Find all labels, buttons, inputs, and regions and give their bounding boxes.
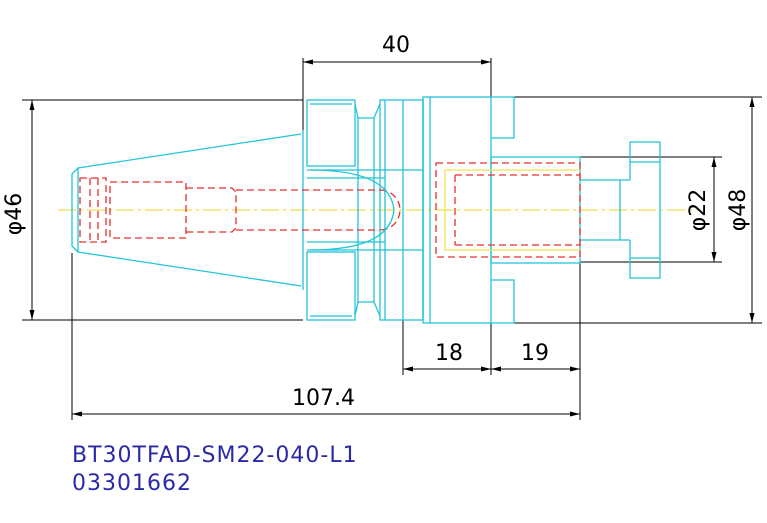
dim-22-label: φ22 — [686, 189, 711, 232]
dimension-lines — [22, 58, 762, 420]
dim-40-label: 40 — [382, 33, 410, 58]
hidden-lines — [79, 162, 581, 258]
dim-19-label: 19 — [521, 341, 549, 366]
dim-48-label: φ48 — [726, 189, 751, 232]
tool-holder-outline — [71, 96, 661, 324]
part-code-label: 03301662 — [72, 471, 192, 496]
part-model-label: BT30TFAD-SM22-040-L1 — [72, 443, 358, 468]
dim-18-label: 18 — [435, 341, 463, 366]
inner-bore-lines — [309, 169, 580, 251]
dim-46-label: φ46 — [2, 193, 27, 236]
dim-107-label: 107.4 — [292, 386, 355, 411]
